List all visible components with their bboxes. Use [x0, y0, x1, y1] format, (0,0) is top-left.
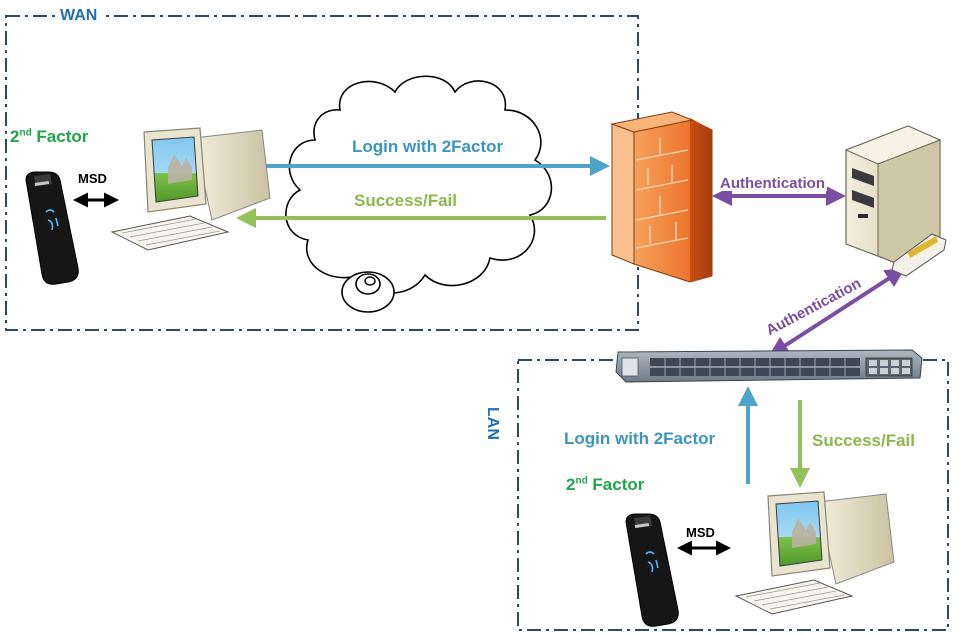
wan-second-factor-label: 2nd Factor — [10, 127, 89, 146]
usb-token-icon — [625, 513, 680, 628]
firewall-icon — [610, 111, 713, 283]
lan-second-factor-label: 2nd Factor — [566, 475, 645, 494]
internet-cloud-icon — [285, 75, 553, 313]
switch-auth-arrow — [768, 267, 906, 357]
lan-login-label: Login with 2Factor — [564, 429, 716, 448]
lan-result-label: Success/Fail — [812, 431, 916, 450]
lan-msd-label: MSD — [686, 525, 715, 540]
firewall-auth-label: Authentication — [718, 175, 827, 192]
wan-zone-title: WAN — [56, 8, 102, 24]
wan-login-label: Login with 2Factor — [352, 137, 504, 156]
network-switch-icon — [615, 349, 923, 383]
auth-server-icon — [844, 125, 947, 277]
workstation-icon — [735, 491, 895, 615]
wan-result-label: Success/Fail — [354, 191, 458, 210]
workstation-icon — [111, 127, 271, 251]
usb-token-icon — [25, 171, 80, 286]
wan-msd-label: MSD — [78, 171, 107, 186]
lan-zone-title: LAN — [484, 404, 501, 443]
